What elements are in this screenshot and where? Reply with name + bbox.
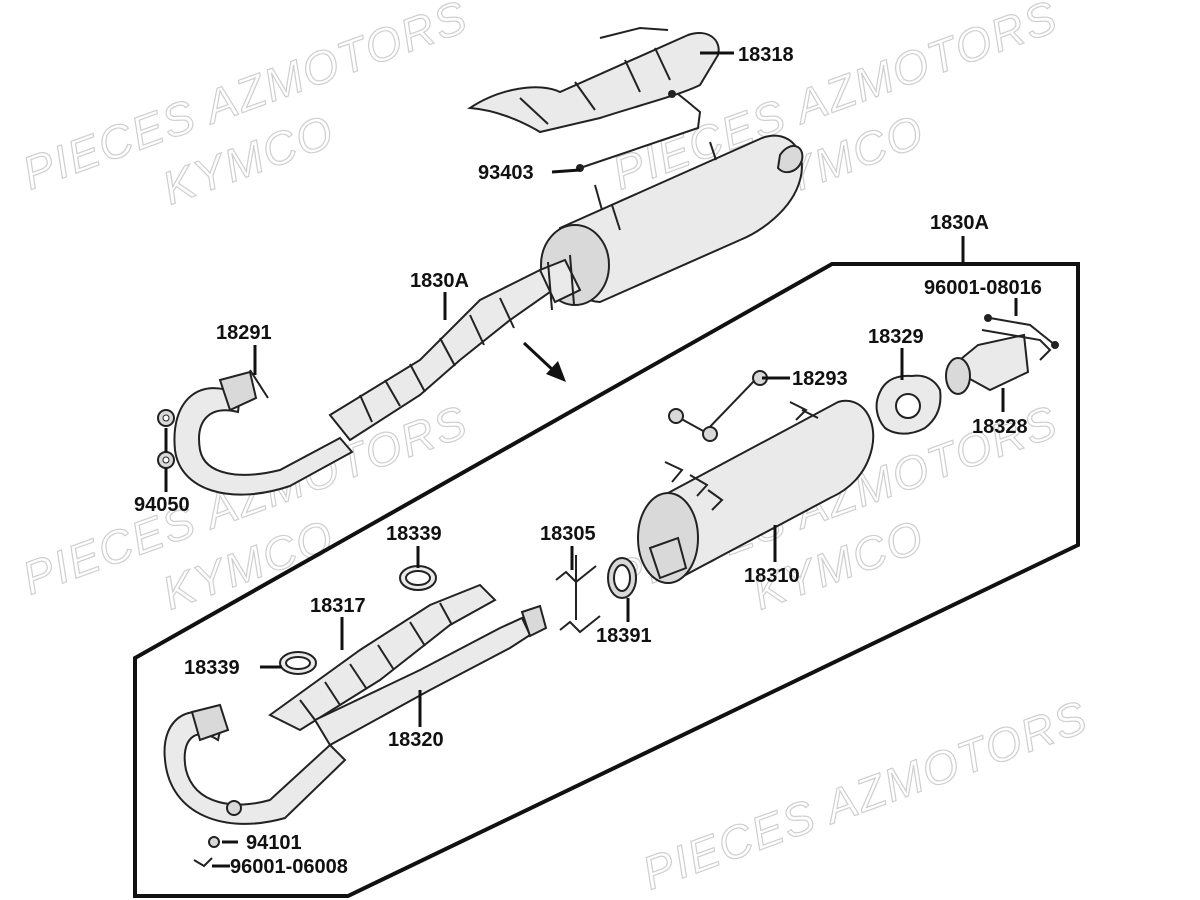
spring-18305[interactable] (555, 555, 601, 634)
band-18339[interactable] (399, 565, 437, 591)
outlet-pipe-18328[interactable] (945, 329, 1052, 395)
muffler-18310[interactable] (637, 399, 875, 584)
part-number-label[interactable]: 1830A (930, 212, 989, 234)
part-number-label[interactable]: 96001-08016 (924, 277, 1042, 299)
exhaust-pipe-18320[interactable] (163, 604, 548, 825)
part-number-label[interactable]: 18293 (792, 368, 848, 390)
bolt-96001-08016[interactable] (984, 314, 1059, 349)
part-number-label[interactable]: 18320 (388, 729, 444, 751)
part-number-label[interactable]: 96001-06008 (230, 856, 348, 878)
part-number-label[interactable]: 18310 (744, 565, 800, 587)
leader-lines (164, 51, 1018, 868)
heat-shield-18318[interactable] (467, 26, 720, 134)
part-number-label[interactable]: 93403 (478, 162, 534, 184)
gasket-18329[interactable] (875, 374, 942, 435)
part-number-label[interactable]: 18339 (386, 523, 442, 545)
band-18339-lower[interactable] (279, 651, 317, 675)
part-number-label[interactable]: 18328 (972, 416, 1028, 438)
part-number-label[interactable]: 94050 (134, 494, 190, 516)
bolt-96001-06008[interactable] (193, 857, 213, 868)
heat-shield-18317[interactable] (268, 583, 497, 732)
watermark-text: PIECES AZMOTORS (636, 690, 1095, 899)
part-number-label[interactable]: 18317 (310, 595, 366, 617)
part-number-label[interactable]: 18291 (216, 322, 272, 344)
clamp-wire-93403[interactable] (579, 93, 702, 169)
part-number-label[interactable]: 18391 (596, 625, 652, 647)
stay-18293[interactable] (668, 370, 768, 442)
part-number-label[interactable]: 18329 (868, 326, 924, 348)
part-number-label[interactable]: 18339 (184, 657, 240, 679)
part-labels: 18318 93403 1830A 96001-08016 18291 1830… (134, 44, 1042, 878)
part-number-label[interactable]: 94101 (246, 832, 302, 854)
nut-94050[interactable] (157, 409, 175, 469)
part-number-label[interactable]: 18318 (738, 44, 794, 66)
gasket-18391[interactable] (607, 557, 637, 599)
exhaust-pipe-assembled-1830A[interactable] (173, 254, 582, 496)
washer-94101[interactable] (208, 836, 220, 848)
part-number-label[interactable]: 18305 (540, 523, 596, 545)
part-number-label[interactable]: 1830A (410, 270, 469, 292)
exploded-view-arrow (522, 341, 566, 382)
clamp-wire-end (668, 90, 676, 98)
exploded-view-boundary (133, 262, 1080, 898)
